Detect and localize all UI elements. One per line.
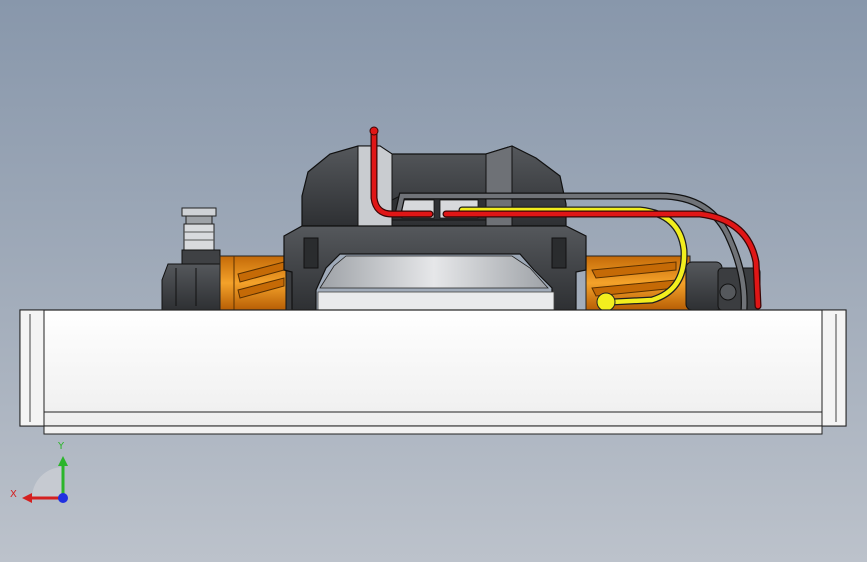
- triad-graphic: [22, 456, 68, 503]
- triad-plane: [32, 467, 63, 498]
- red-hose-end: [369, 126, 379, 136]
- yellow-fitting: [596, 292, 616, 312]
- coordinate-triad: Y X: [10, 438, 80, 508]
- z-axis-dot: [58, 493, 68, 503]
- y-axis-arrow: [58, 456, 68, 466]
- x-axis-arrow: [22, 493, 32, 503]
- x-axis-label: X: [10, 489, 17, 500]
- main-body: [283, 145, 587, 311]
- left-fitting: [161, 207, 233, 311]
- linear-rail: [19, 309, 847, 435]
- left-cylinder: [219, 255, 303, 311]
- y-axis-label: Y: [58, 441, 65, 452]
